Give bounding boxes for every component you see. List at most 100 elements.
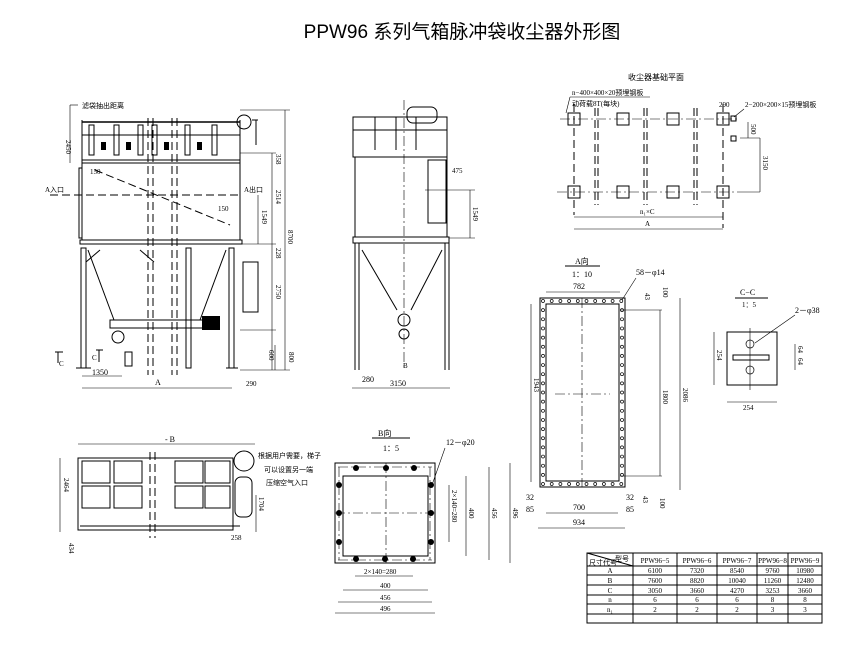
flange-hole: [602, 482, 606, 486]
table-row-label: n: [608, 596, 612, 604]
air-tank-icon: [406, 106, 438, 124]
flange-hole: [620, 454, 624, 459]
b-view-scale: 1：5: [383, 444, 399, 453]
bag-extraction-label: 滤袋抽出距离: [82, 101, 124, 110]
table-cell: 6: [653, 596, 657, 604]
flange-hole: [620, 418, 624, 422]
a-dim-934: 934: [573, 518, 585, 527]
a-dim-32-right: 32: [626, 493, 634, 502]
table-cell: 2: [735, 606, 739, 614]
flange-hole: [541, 372, 545, 377]
flange-hole: [549, 482, 554, 486]
dim-2450: 2450: [64, 140, 72, 155]
b-direction-label: B: [403, 362, 408, 370]
flange-hole: [567, 299, 571, 303]
flange-hole: [610, 482, 615, 486]
flange-hole: [584, 299, 589, 303]
flange-hole: [541, 473, 545, 477]
table-cell: 10980: [796, 567, 814, 575]
table-cell: 6: [735, 596, 739, 604]
flange-hole: [620, 326, 624, 331]
a-dim-700: 700: [573, 503, 585, 512]
table-cell: 3253: [766, 587, 781, 595]
flange-hole: [541, 326, 545, 331]
table-cell: 8: [803, 596, 807, 604]
flange-hole: [541, 363, 545, 367]
flange-hole: [541, 381, 545, 386]
pulse-valve-row: [88, 124, 218, 156]
a-dim-2086: 2086: [681, 388, 689, 403]
table-row-label: A: [607, 567, 612, 575]
table-column-header: PPW96−6: [683, 557, 712, 565]
cc-view-title: C−C: [740, 288, 755, 297]
table-cell: 3660: [690, 587, 705, 595]
a-dim-1943: 1943: [532, 378, 540, 393]
table-column-header: PPW96−9: [791, 557, 820, 565]
table-cell: 3660: [798, 587, 813, 595]
a-dim-43-top: 43: [643, 293, 651, 301]
flange-hole: [584, 482, 589, 486]
table-cell: 6: [695, 596, 699, 604]
flange-hole: [541, 354, 545, 358]
flange-hole: [541, 399, 545, 404]
a-view-flange-holes: [541, 299, 624, 486]
flange-hole: [620, 317, 624, 322]
cc-view-scale: 1：5: [742, 301, 757, 309]
flange-hole: [593, 299, 598, 303]
flange-hole: [620, 408, 624, 413]
flange-hole: [620, 381, 624, 386]
a-dim-100-bottom: 100: [658, 498, 666, 509]
dim-8700: 8700: [286, 230, 294, 245]
flange-hole: [541, 436, 545, 441]
b-dim-v280: 2×140=280: [450, 490, 458, 523]
table-cell: 8: [771, 596, 775, 604]
b-view: B向 1：5 12－φ20 2×140=280 400 456 496 2×14…: [334, 428, 519, 614]
flange-hole: [620, 445, 624, 450]
table-cell: 2: [695, 606, 699, 614]
b-dim-h280: 2×140=280: [364, 568, 397, 576]
flange-hole: [620, 354, 624, 358]
filter-chamber-windows: [81, 460, 231, 509]
dim-2750: 2750: [274, 285, 282, 300]
flange-hole: [620, 436, 624, 441]
flange-hole: [575, 482, 580, 486]
cc-view-holes: 2－φ38: [795, 306, 820, 315]
dim-280: 280: [362, 375, 374, 384]
table-cell: 9760: [766, 567, 781, 575]
dim-A: A: [155, 378, 161, 387]
foundation-dim-n1c: n₁×C: [640, 208, 655, 216]
dim-150-b: 150: [218, 205, 229, 213]
flange-hole: [541, 344, 545, 349]
inlet-label: A入口: [45, 186, 64, 194]
a-view-scale: 1：10: [572, 270, 592, 279]
flange-hole: [541, 335, 545, 340]
note-line-3: 压缩空气入口: [266, 478, 308, 487]
table-corner-bottom: 尺寸代号: [589, 558, 617, 567]
rotary-valve-icon: [397, 313, 411, 327]
a-dim-85-right: 85: [626, 505, 634, 514]
dim-150-a: 150: [90, 168, 101, 176]
dim-B: - B: [165, 435, 175, 444]
dim-228: 228: [274, 248, 282, 259]
flange-hole: [620, 372, 624, 377]
b-view-holes: 12－φ20: [446, 438, 475, 447]
dim-434: 434: [67, 543, 75, 554]
flange-hole: [620, 473, 624, 477]
drawing-title: PPW96 系列气箱脉冲袋收尘器外形图: [304, 21, 621, 43]
foundation-plan: 收尘器基础平面 n−400×400×20预埋钢板 动荷载8T(每块) 290 2…: [557, 72, 816, 230]
table-column-header: PPW96−8: [758, 557, 787, 565]
flange-hole: [620, 363, 624, 367]
dim-475: 475: [452, 167, 463, 175]
a-dim-43-bottom: 43: [641, 496, 649, 504]
flange-hole: [558, 299, 563, 303]
fan-icon: [236, 114, 252, 130]
table-cell: 8820: [690, 577, 705, 585]
table-cell: 10040: [728, 577, 746, 585]
flange-hole: [619, 299, 624, 303]
dim-2464: 2464: [62, 478, 70, 493]
flange-hole: [541, 418, 545, 422]
small-plate-note: 2−200×200×15预埋钢板: [745, 100, 816, 109]
table-row-label: B: [608, 577, 613, 585]
